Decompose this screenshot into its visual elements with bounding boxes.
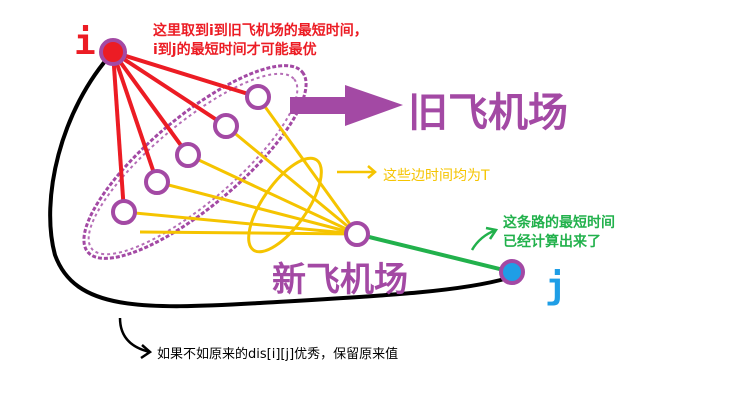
- black-arrow-icon: [118, 317, 153, 360]
- new-airport-label: 新飞机场: [272, 260, 408, 300]
- edge-i-old1: [111, 51, 126, 213]
- node-j: [499, 259, 525, 285]
- yellow-edges-outline: [247, 156, 323, 254]
- new-airport-node: [344, 221, 370, 247]
- node-i: [99, 38, 127, 66]
- edge-old4-new: [225, 124, 358, 236]
- done-annotation-line2: 已经计算出来了: [503, 234, 601, 250]
- done-annotation-line1: 这条路的最短时间: [503, 215, 615, 231]
- top-annotation-line1: 这里取到i到旧飞机场的最短时间，: [153, 23, 368, 39]
- direct-path-i-j: [48, 50, 509, 309]
- node-i-label: i: [74, 22, 96, 63]
- old-airport-node-5: [245, 84, 271, 110]
- edge-time-annotation: 这些边时间均为T: [383, 168, 490, 184]
- bottom-annotation: 如果不如原来的dis[i][j]优秀，保留原来值: [157, 347, 399, 362]
- old-airport-node-2: [144, 169, 170, 195]
- old-airport-node-4: [213, 113, 239, 139]
- edge-i-old4: [111, 50, 228, 128]
- done-annotation: 这条路的最短时间 已经计算出来了: [503, 214, 615, 252]
- old-airport-node-3: [175, 142, 201, 168]
- green-arrow-icon: [470, 226, 499, 251]
- red-edges-i-to-old: [111, 50, 259, 213]
- edge-i-old3: [111, 50, 190, 157]
- edge-i-old2: [111, 51, 159, 183]
- node-j-label: j: [545, 266, 567, 307]
- edge-i-old5: [112, 50, 259, 99]
- top-annotation-line2: i到j的最短时间才可能最优: [153, 42, 317, 58]
- edge-old1-new: [123, 210, 358, 236]
- big-purple-arrow-icon: [290, 85, 403, 126]
- old-airports-label: 旧飞机场: [408, 90, 568, 136]
- edge-old5-new: [256, 96, 359, 235]
- yellow-arrow-icon: [337, 165, 377, 179]
- old-airport-node-1: [111, 199, 137, 225]
- top-annotation: 这里取到i到旧飞机场的最短时间， i到j的最短时间才可能最优: [153, 22, 368, 60]
- green-edge-new-j: [356, 232, 513, 274]
- edge-old3-new: [187, 153, 358, 236]
- old-airport-nodes: [111, 84, 271, 225]
